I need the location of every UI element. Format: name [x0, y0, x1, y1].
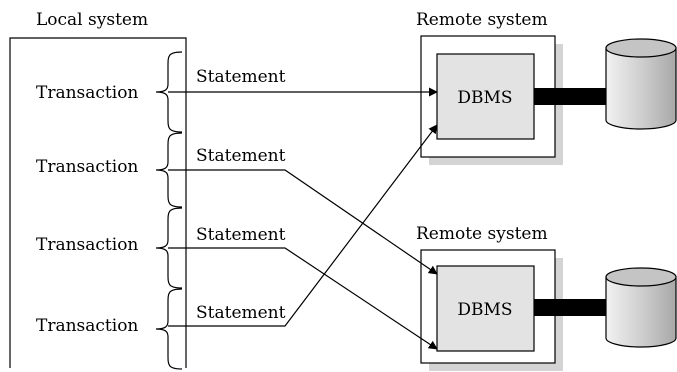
remote-system-2: Remote system DBMS [416, 224, 677, 371]
transaction-label: Transaction [36, 83, 138, 103]
transaction-2: Transaction [36, 132, 183, 208]
statement-arrow [168, 169, 438, 275]
remote-system-1: Remote system DBMS [416, 10, 677, 165]
statement-3: Statement [168, 225, 438, 350]
local-system: Local system Transaction Transaction Tra… [9, 10, 187, 370]
transaction-label: Transaction [36, 316, 138, 336]
statement-4: Statement [168, 124, 438, 327]
transaction-brace [155, 207, 183, 289]
database-cylinder-icon [605, 267, 677, 348]
statement-1: Statement [168, 67, 438, 97]
transaction-1: Transaction [36, 51, 183, 133]
statement-label: Statement [196, 303, 286, 323]
transaction-brace [155, 51, 183, 133]
transaction-brace [155, 132, 183, 208]
transaction-3: Transaction [36, 207, 183, 289]
transaction-4: Transaction [36, 288, 183, 370]
remote-system-title: Remote system [416, 10, 548, 30]
database-connector [534, 88, 612, 105]
statement-arrow [168, 124, 438, 327]
transaction-label: Transaction [36, 157, 138, 177]
dbms-label: DBMS [457, 300, 512, 320]
local-system-frame [9, 37, 187, 368]
statement-label: Statement [196, 67, 286, 87]
dbms-box [436, 265, 535, 352]
local-system-title: Local system [36, 10, 148, 30]
database-cylinder-icon [605, 38, 677, 130]
statement-label: Statement [196, 146, 286, 166]
database-connector [534, 299, 612, 316]
dbms-box [436, 53, 535, 140]
statement-label: Statement [196, 225, 286, 245]
statement-arrow [168, 247, 438, 350]
dbms-label: DBMS [457, 88, 512, 108]
transaction-label: Transaction [36, 235, 138, 255]
transaction-brace [155, 288, 183, 370]
statement-2: Statement [168, 146, 438, 275]
remote-system-title: Remote system [416, 224, 548, 244]
